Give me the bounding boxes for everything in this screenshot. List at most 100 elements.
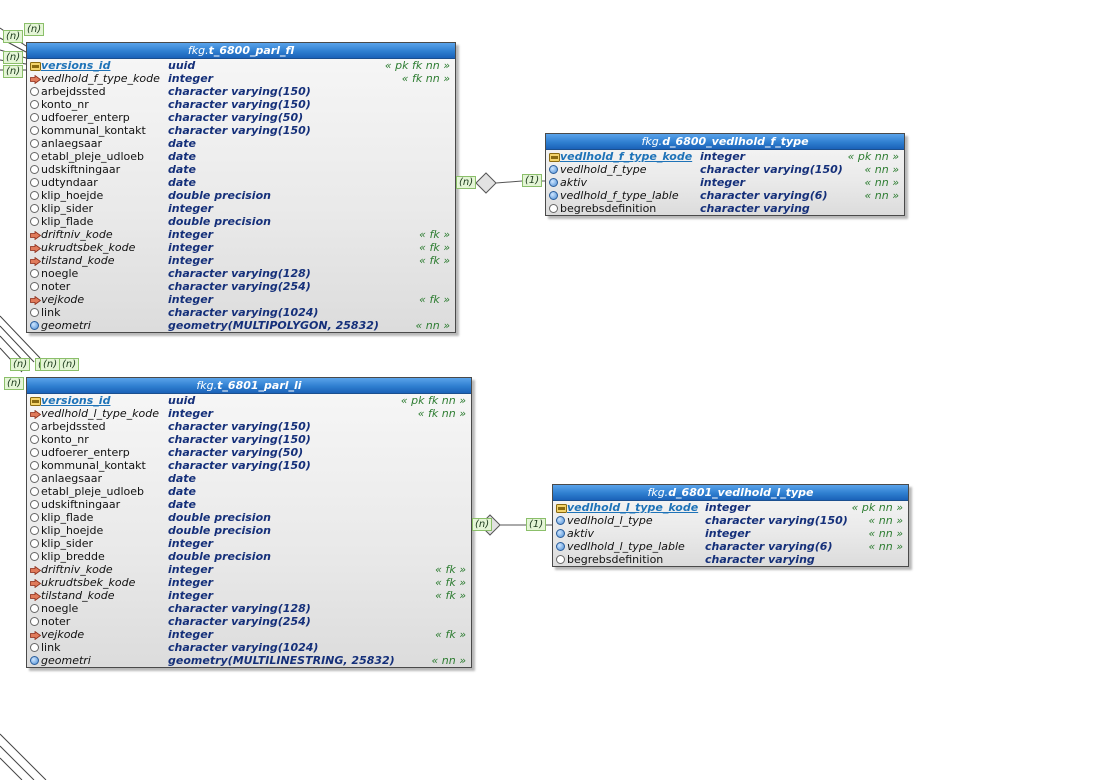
- cardinality-many-badge[interactable]: (n): [3, 65, 24, 78]
- column-type: double precision: [168, 524, 271, 537]
- column-constraints: « nn »: [868, 527, 903, 540]
- cardinality-many-badge[interactable]: (n): [3, 51, 24, 64]
- column-type: uuid: [168, 59, 196, 72]
- cardinality-one-badge[interactable]: (1): [526, 518, 547, 531]
- column-type: character varying(150): [168, 459, 311, 472]
- column-constraints: « fk »: [419, 293, 450, 306]
- column-name: klip_flade: [41, 215, 94, 228]
- column-type: integer: [168, 293, 214, 306]
- column-name: etabl_pleje_udloeb: [41, 150, 144, 163]
- column-name: tilstand_kode: [41, 589, 115, 602]
- column-icon: [30, 165, 39, 174]
- table-header[interactable]: fkg.d_6800_vedlhold_f_type: [546, 134, 904, 150]
- table-header[interactable]: fkg.t_6800_parl_fl: [27, 43, 455, 59]
- column-icon: [30, 500, 39, 509]
- column-type: integer: [168, 72, 214, 85]
- table-header[interactable]: fkg.t_6801_parl_li: [27, 378, 471, 394]
- cardinality-many-badge[interactable]: (n): [3, 30, 24, 43]
- column-row[interactable]: vejkode integer « fk »: [27, 293, 455, 306]
- column-name: noter: [41, 615, 71, 628]
- cardinality-many-badge[interactable]: (n): [24, 23, 45, 36]
- table-header[interactable]: fkg.d_6801_vedlhold_l_type: [553, 485, 908, 501]
- table-d-6800-vedlhold-f-type[interactable]: fkg.d_6800_vedlhold_f_type vedlhold_f_ty…: [545, 133, 905, 216]
- column-constraints: « fk »: [435, 563, 466, 576]
- table-d-6801-vedlhold-l-type[interactable]: fkg.d_6801_vedlhold_l_type vedlhold_l_ty…: [552, 484, 909, 567]
- column-icon: [30, 113, 39, 122]
- primary-key-icon: [549, 152, 560, 162]
- column-type: integer: [168, 576, 214, 589]
- column-icon: [30, 191, 39, 200]
- cardinality-many-badge[interactable]: (n): [59, 358, 80, 371]
- cardinality-one-badge[interactable]: (1): [522, 174, 543, 187]
- cardinality-many-badge[interactable]: (n): [40, 358, 61, 371]
- cardinality-many-badge[interactable]: (n): [456, 176, 477, 189]
- column-type: character varying(150): [168, 85, 311, 98]
- column-type: character varying(1024): [168, 641, 319, 654]
- column-name: udtyndaar: [41, 176, 98, 189]
- cardinality-many-badge[interactable]: (n): [10, 358, 31, 371]
- column-name: vejkode: [41, 293, 85, 306]
- cardinality-many-badge[interactable]: (n): [472, 518, 493, 531]
- not-null-column-icon: [549, 191, 558, 200]
- column-type: integer: [168, 537, 214, 550]
- column-icon: [30, 448, 39, 457]
- column-type: integer: [705, 527, 751, 540]
- cardinality-many-badge[interactable]: (n): [4, 377, 25, 390]
- primary-key-icon: [30, 396, 41, 406]
